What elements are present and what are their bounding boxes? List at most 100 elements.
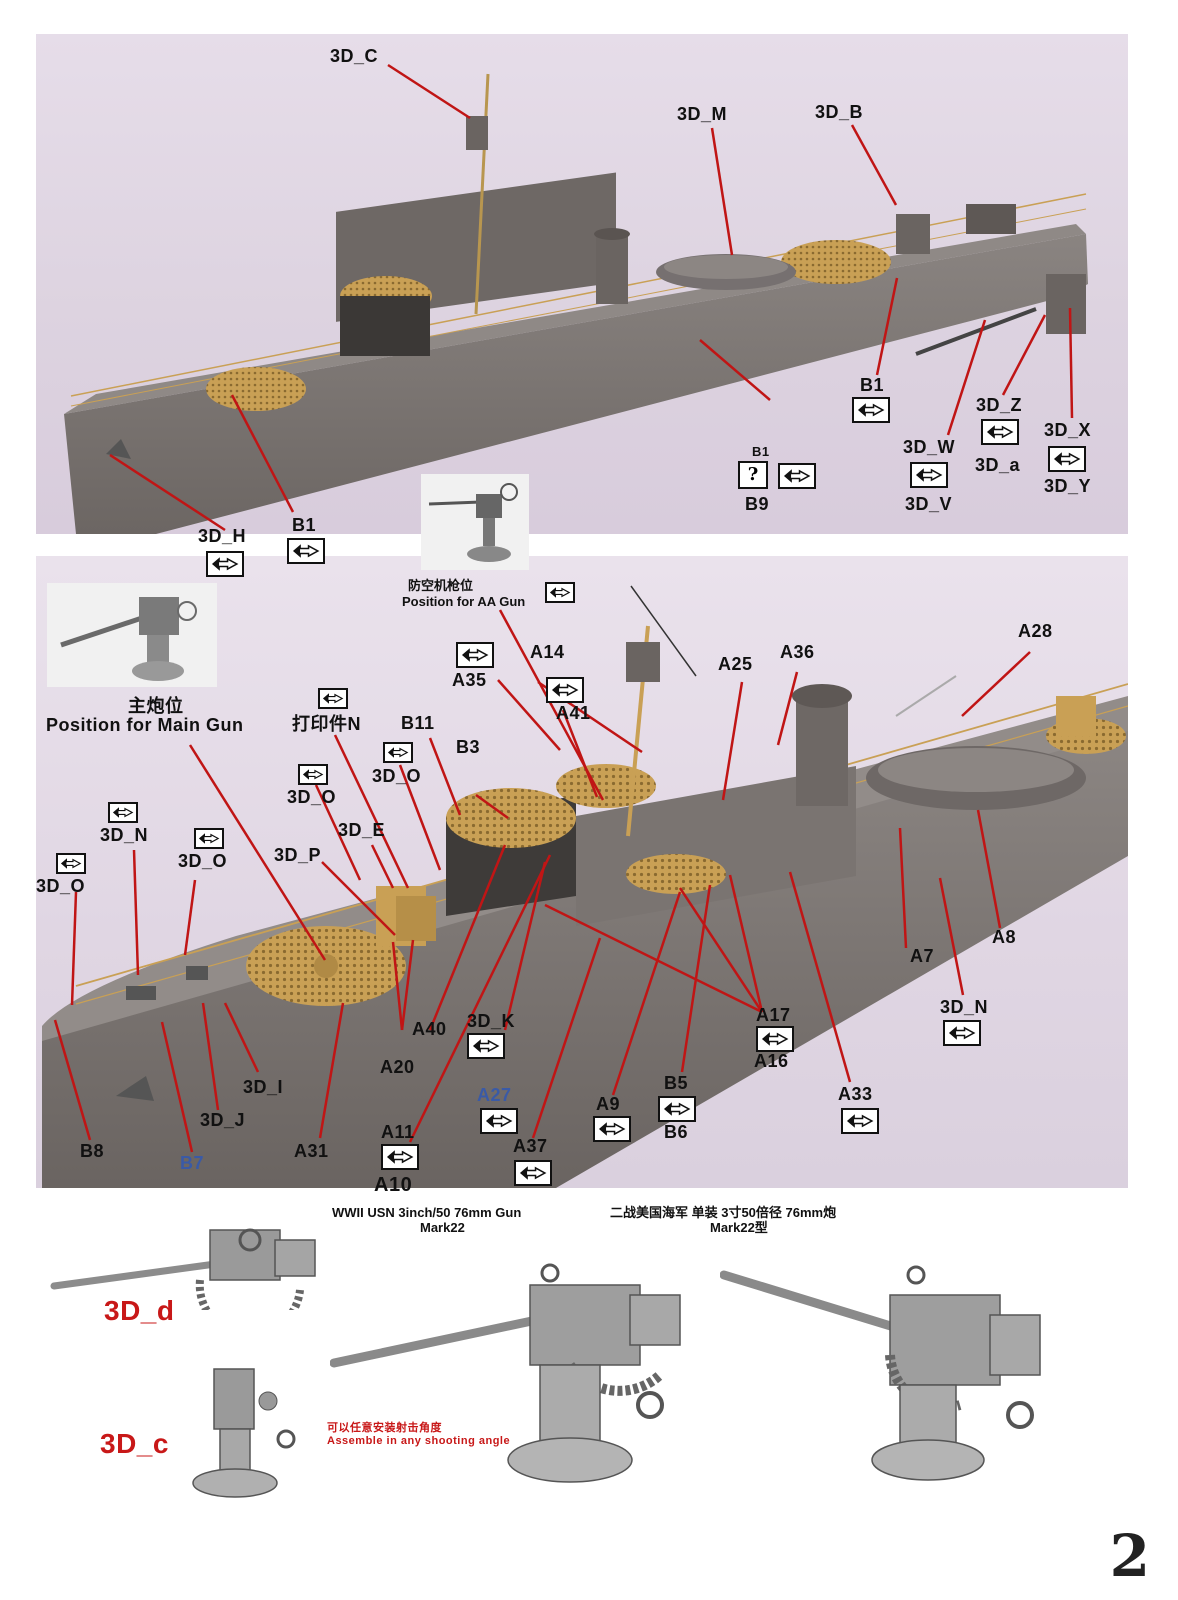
double-arrow-icon — [472, 1039, 500, 1053]
gun-platform-forward — [206, 367, 306, 411]
label-b5: B5 — [664, 1073, 689, 1093]
double-arrow-icon — [198, 833, 220, 844]
label-3d-j: 3D_J — [200, 1110, 246, 1130]
double-arrow-icon — [551, 683, 579, 697]
label-a7: A7 — [910, 946, 935, 966]
label-b6: B6 — [664, 1122, 689, 1142]
part-arrow-box — [593, 1116, 631, 1142]
label-3d-b: 3D_B — [815, 102, 864, 122]
label-a8: A8 — [992, 927, 1017, 947]
part-arrow-box — [467, 1033, 505, 1059]
label-3d-c: 3D_c — [100, 1428, 169, 1459]
label-a20: A20 — [380, 1057, 415, 1077]
gun-part-3d-d — [50, 1228, 316, 1310]
label-3d-n-2: 3D_N — [940, 997, 989, 1017]
label-3d-o-3: 3D_O — [178, 851, 228, 871]
double-arrow-icon — [1053, 452, 1081, 466]
part-arrow-box — [298, 764, 328, 785]
label-3d-e: 3D_E — [338, 820, 386, 840]
label-print-n: 打印件N — [292, 714, 361, 734]
part-arrow-box — [1048, 446, 1086, 472]
label-3d-o-2: 3D_O — [287, 787, 337, 807]
label-3d-w: 3D_W — [903, 437, 956, 457]
label-3d-n-1: 3D_N — [100, 825, 149, 845]
label-b7: B7 — [180, 1153, 205, 1173]
gun-part-3d-c — [192, 1368, 296, 1498]
label-a41: A41 — [556, 703, 591, 723]
label-3d-c: 3D_C — [330, 46, 379, 66]
double-arrow-icon — [761, 1032, 789, 1046]
label-a14: A14 — [530, 642, 565, 662]
label-3d-p: 3D_P — [274, 845, 322, 865]
part-arrow-box — [852, 397, 890, 423]
part-arrow-box — [545, 582, 575, 603]
label-a11: A11 — [381, 1122, 415, 1142]
label-b1-right: B1 — [860, 375, 885, 395]
label-a25: A25 — [718, 654, 753, 674]
double-arrow-icon — [322, 693, 344, 704]
label-b9: B9 — [745, 494, 770, 514]
label-a31: A31 — [294, 1141, 329, 1161]
double-arrow-icon — [598, 1122, 626, 1136]
main-gun-caption-en: Position for Main Gun — [46, 715, 244, 735]
double-arrow-icon — [292, 544, 320, 558]
label-a16: A16 — [754, 1051, 789, 1071]
part-arrow-box — [910, 462, 948, 488]
part-arrow-box — [287, 538, 325, 564]
double-arrow-icon — [915, 468, 943, 482]
label-3d-o-4: 3D_O — [36, 876, 86, 896]
label-3d-d: 3D_d — [104, 1295, 175, 1326]
double-arrow-icon — [948, 1026, 976, 1040]
label-3d-y: 3D_Y — [1044, 476, 1092, 496]
part-arrow-box — [546, 677, 584, 703]
assembly-note: 可以任意安装射击角度 Assemble in any shooting angl… — [327, 1422, 517, 1448]
page-number: 2 — [1109, 1522, 1150, 1590]
label-a9: A9 — [596, 1094, 621, 1114]
label-a33: A33 — [838, 1084, 873, 1104]
double-arrow-icon — [846, 1114, 874, 1128]
double-arrow-icon — [211, 557, 239, 571]
label-3d-x: 3D_X — [1044, 420, 1092, 440]
label-3d-m: 3D_M — [677, 104, 728, 124]
part-arrow-box — [56, 853, 86, 874]
gun-subtitle-cn: Mark22型 — [710, 1220, 768, 1235]
double-arrow-icon — [387, 747, 409, 758]
double-arrow-icon — [663, 1102, 691, 1116]
label-a35: A35 — [452, 670, 487, 690]
gun-title-en: WWII USN 3inch/50 76mm Gun — [332, 1205, 522, 1220]
label-a36: A36 — [780, 642, 815, 662]
part-arrow-box — [108, 802, 138, 823]
part-arrow-box — [943, 1020, 981, 1046]
part-arrow-box — [756, 1026, 794, 1052]
part-arrow-box — [206, 551, 244, 577]
double-arrow-icon — [485, 1114, 513, 1128]
gun-assembled-view-1 — [330, 1263, 681, 1483]
label-a40: A40 — [412, 1019, 447, 1039]
assembly-note-cn: 可以任意安装射击角度 — [327, 1422, 442, 1434]
label-a10: A10 — [374, 1174, 413, 1196]
label-3d-o-1: 3D_O — [372, 766, 422, 786]
ship-model-top-illustration — [64, 73, 1088, 534]
assembly-note-en: Assemble in any shooting angle — [327, 1435, 511, 1447]
label-3d-a: 3D_a — [975, 455, 1021, 475]
question-icon: ? — [738, 461, 768, 489]
hull — [64, 234, 1088, 534]
part-arrow-box — [981, 419, 1019, 445]
main-gun-caption-cn: 主炮位 — [128, 696, 184, 716]
label-3d-z: 3D_Z — [976, 395, 1023, 415]
main-gun-thumbnail — [47, 583, 217, 687]
double-arrow-icon — [60, 858, 82, 869]
aa-gun-thumbnail — [421, 474, 529, 570]
part-arrow-box — [194, 828, 224, 849]
ship-photo-top — [36, 34, 1128, 534]
label-b8: B8 — [80, 1141, 105, 1161]
aa-gun-caption-en: Position for AA Gun — [402, 594, 526, 609]
label-a37: A37 — [513, 1136, 548, 1156]
double-arrow-icon — [857, 403, 885, 417]
double-arrow-icon — [549, 587, 571, 598]
gun-title-cn: 二战美国海军 单装 3寸50倍径 76mm炮 — [610, 1205, 837, 1220]
label-a17: A17 — [756, 1005, 791, 1025]
label-a27: A27 — [477, 1085, 512, 1105]
gun-subtitle-en: Mark22 — [420, 1220, 465, 1235]
